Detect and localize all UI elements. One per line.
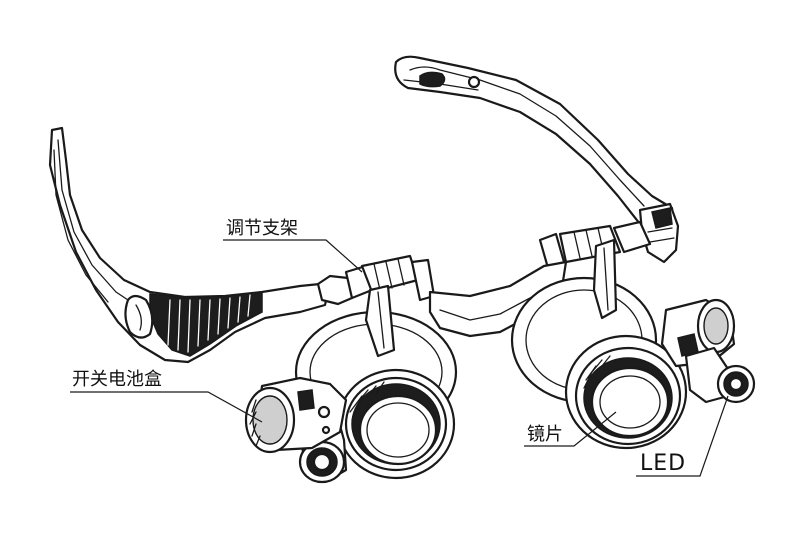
lens-leader	[524, 411, 617, 447]
switch-battery-box-leader	[70, 391, 263, 423]
adjust-bracket-label: 调节支架	[226, 218, 298, 239]
right-lens-assembly	[510, 238, 756, 450]
led-label: LED	[640, 451, 686, 476]
switch-battery-box-label: 开关电池盒	[72, 369, 162, 390]
adjust-bracket	[316, 220, 652, 338]
adjust-bracket-leader	[223, 239, 363, 273]
leader-lines	[70, 239, 729, 477]
led-leader	[636, 395, 729, 477]
lens-label: 镜片	[527, 424, 563, 445]
switch-battery-box	[244, 376, 348, 454]
left-temple-arm	[48, 126, 332, 364]
